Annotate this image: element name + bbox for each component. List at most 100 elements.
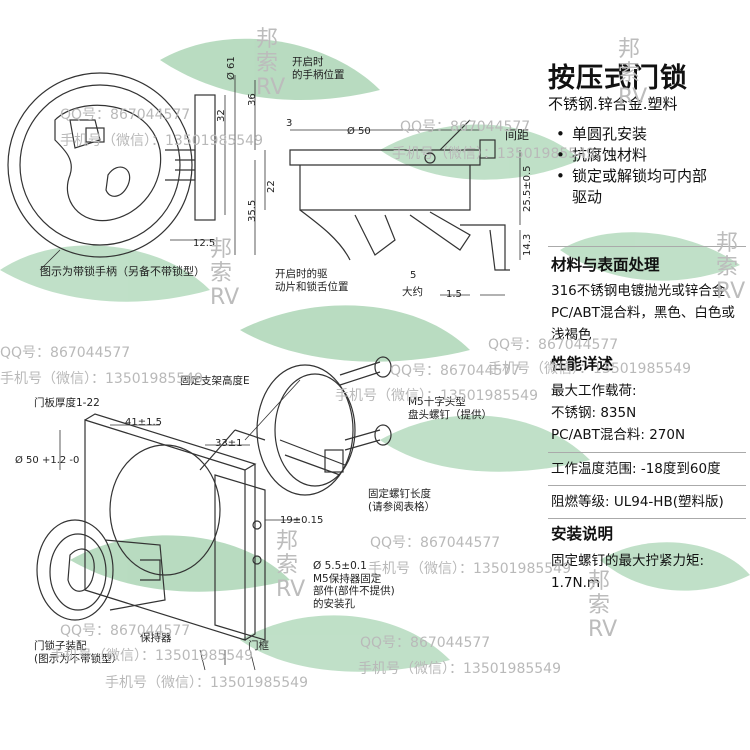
watermark-brand-char: 索 xyxy=(618,61,641,86)
dim-14-3: 14.3 xyxy=(522,233,533,256)
watermark-phone: 手机号（微信）：13501985549 xyxy=(358,661,561,677)
dim-35-5: 35.5 xyxy=(247,199,258,222)
install-heading: 安装说明 xyxy=(551,525,614,543)
dim-5: 5 xyxy=(410,270,417,281)
label-screw-length-line2: (请参阅表格） xyxy=(368,500,436,513)
side-view-lock xyxy=(289,119,510,271)
dim-25-5: 25.5±0.5 xyxy=(522,165,533,212)
watermark-qq: QQ号：867044577 xyxy=(488,337,619,353)
install-body: 固定螺钉的最大拧紧力矩: 1.7N.m xyxy=(551,550,704,594)
performance-steel: 不锈钢: 835N xyxy=(551,405,637,421)
label-open-handle-pos: 开启时 的手柄位置 xyxy=(292,56,345,81)
feature-item: 单圆孔安装 xyxy=(556,124,707,145)
label-bracket-height: 固定支架高度E xyxy=(180,375,250,387)
page-subtitle: 不锈钢.锌合金.塑料 xyxy=(548,95,678,113)
label-retainer: 保持器 xyxy=(140,632,172,644)
performance-body: 最大工作载荷: 不锈钢: 835N PC/ABT混合料: 270N xyxy=(551,380,685,446)
watermark-brand-char: RV xyxy=(210,285,240,310)
watermark-brand-char: RV xyxy=(618,85,648,110)
label-door-thickness: 门板厚度1-22 xyxy=(34,397,100,409)
dim-3: 3 xyxy=(286,118,293,129)
watermark-brand-char: 邦 xyxy=(588,569,611,594)
label-driver-pos-line1: 开启时的驱 xyxy=(275,268,328,280)
dimension-lines xyxy=(39,75,521,671)
dim-d50: Ø 50 xyxy=(347,126,371,137)
dim-41: 41±1.5 xyxy=(125,417,163,428)
label-handle-note: 图示为带锁手柄（另备不带锁型） xyxy=(40,265,205,278)
label-mount-hole-line3: 部件(部件不提供) xyxy=(313,585,395,598)
label-subassembly-line1: 门锁子装配 xyxy=(34,640,87,652)
label-mount-hole: Ø 5.5±0.1 M5保持器固定 部件(部件不提供) 的安装孔 xyxy=(313,560,395,610)
performance-temp: 工作温度范围: -18度到60度 xyxy=(551,461,721,477)
watermark-qq: QQ号：867044577 xyxy=(400,119,531,135)
performance-flame: 阻燃等级: UL94-HB(塑料版) xyxy=(551,494,724,510)
materials-line: PC/ABT混合料，黑色、白色或 xyxy=(551,305,735,321)
watermark-brand-char: 索 xyxy=(588,593,611,618)
label-mount-hole-line2: M5保持器固定 xyxy=(313,572,382,585)
watermark-brand-char: 邦 xyxy=(276,529,299,554)
watermark-brand-char: RV xyxy=(276,577,306,602)
watermark-brand-char: RV xyxy=(588,617,618,642)
performance-load-label: 最大工作载荷: xyxy=(551,383,637,399)
exploded-view xyxy=(36,356,392,641)
watermark-brand-char: 索 xyxy=(256,51,279,76)
materials-body: 316不锈钢电镀抛光或锌合金 PC/ABT混合料，黑色、白色或 浅褐色 xyxy=(551,280,735,346)
dim-33: 33±1 xyxy=(215,438,243,449)
dim-1-5: 1.5 xyxy=(446,289,462,300)
dim-12-5: 12.5 xyxy=(193,238,216,249)
feature-item: 驱动 xyxy=(572,188,603,206)
watermark-phone: 手机号（微信）：13501985549 xyxy=(368,561,571,577)
watermark-brand-char: 邦 xyxy=(716,231,739,256)
dim-19: 19±0.15 xyxy=(280,515,324,526)
watermark-brand-char: RV xyxy=(256,75,286,100)
label-door-frame: 门框 xyxy=(248,640,269,652)
dim-32: 32 xyxy=(216,109,227,122)
watermark-qq: QQ号：867044577 xyxy=(370,535,501,551)
label-gap: 间距 xyxy=(505,128,530,142)
label-open-handle-pos-line2: 的手柄位置 xyxy=(292,68,345,81)
materials-line: 浅褐色 xyxy=(551,327,592,343)
divider xyxy=(548,518,746,519)
feature-item: 抗腐蚀材料 xyxy=(556,145,707,166)
watermark-phone: 手机号（微信）：13501985549 xyxy=(50,648,253,664)
dim-d50-tol: Ø 50 +1.2 -0 xyxy=(15,455,80,466)
performance-pc: PC/ABT混合料: 270N xyxy=(551,427,686,443)
install-line: 固定螺钉的最大拧紧力矩: xyxy=(551,553,705,569)
install-line: 1.7N.m xyxy=(551,575,601,591)
label-driver-pos-line2: 动片和锁舌位置 xyxy=(275,280,349,293)
watermark-brand-char: 索 xyxy=(210,261,233,286)
watermark-brand-char: RV xyxy=(716,279,746,304)
feature-list: 单圆孔安装 抗腐蚀材料 锁定或解锁均可内部 驱动 xyxy=(556,124,707,208)
divider xyxy=(548,485,746,486)
watermark-brand: 邦 索 RV xyxy=(716,232,745,304)
divider xyxy=(548,452,746,453)
label-subassembly-line2: (图示为不带锁型） xyxy=(34,652,123,665)
front-view-handle xyxy=(7,72,216,258)
divider xyxy=(548,246,746,247)
watermark-qq: QQ号：867044577 xyxy=(60,623,191,639)
watermark-brand: 邦 索 RV xyxy=(210,238,239,310)
label-screw-length-line1: 固定螺钉长度 xyxy=(368,488,431,500)
page-title: 按压式门锁 xyxy=(548,63,688,94)
label-open-handle-pos-line1: 开启时 xyxy=(292,56,324,68)
watermark-phone: 手机号（微信）：13501985549 xyxy=(105,675,308,691)
label-screw-line2: 盘头螺钉（提供） xyxy=(408,408,492,421)
dim-d61: Ø 61 xyxy=(226,56,237,80)
watermark-brand-char: 索 xyxy=(276,553,299,578)
dim-22: 22 xyxy=(266,180,277,193)
watermark-phone: 手机号（微信）：13501985549 xyxy=(392,146,595,162)
watermark-brand-char: 邦 xyxy=(618,37,641,62)
label-driver-pos: 开启时的驱 动片和锁舌位置 xyxy=(275,268,349,293)
label-screw-line1: M5十字头型 xyxy=(408,396,466,408)
label-screw: M5十字头型 盘头螺钉（提供） xyxy=(408,396,492,421)
watermark-brand: 邦 索 RV xyxy=(276,530,305,602)
watermark-brand: 邦 索 RV xyxy=(588,570,617,642)
label-approx: 大约 xyxy=(402,286,423,298)
watermark-brand: 邦 索 RV xyxy=(618,38,647,110)
label-subassembly: 门锁子装配 (图示为不带锁型） xyxy=(34,640,122,665)
watermark-phone: 手机号（微信）：13501985549 xyxy=(60,133,263,149)
label-mount-hole-line1: Ø 5.5±0.1 xyxy=(313,560,367,572)
watermark-brand-char: 邦 xyxy=(256,27,279,52)
watermark-brand-char: 邦 xyxy=(210,237,233,262)
